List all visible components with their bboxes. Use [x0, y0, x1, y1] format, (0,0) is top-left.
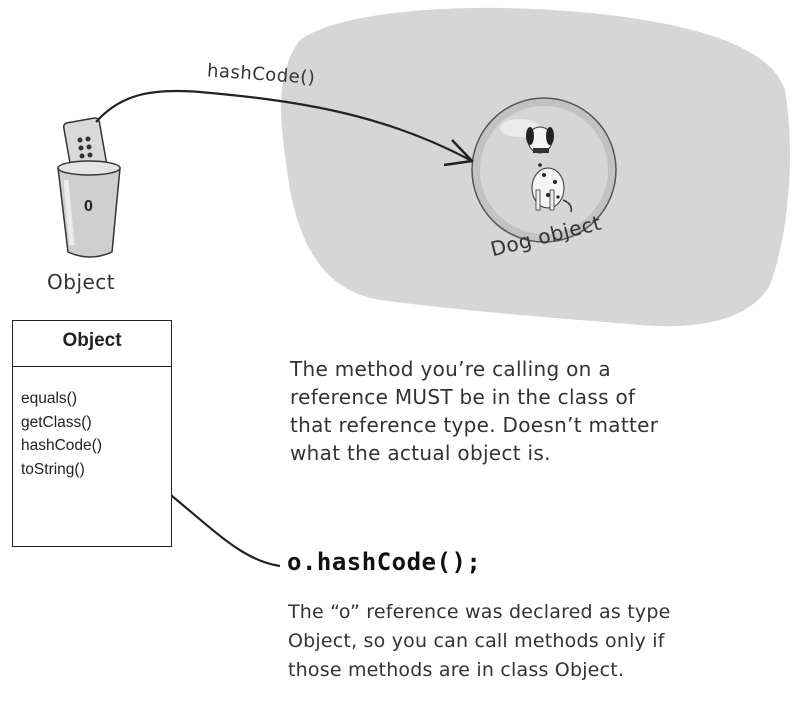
uml-method-list: equals() getClass() hashCode() toString(…	[13, 367, 171, 481]
reference-arrowhead	[443, 139, 474, 167]
note-line: that reference type. Doesn’t matter	[290, 413, 659, 437]
method-rule-note: The method you’re calling on a reference…	[290, 355, 760, 467]
note-line: Object, so you can call methods only if	[288, 630, 665, 652]
reference-arrow	[95, 89, 471, 161]
reference-type-label: Object	[47, 270, 116, 294]
note-line: reference MUST be in the class of	[290, 385, 636, 409]
uml-class-box: Object equals() getClass() hashCode() to…	[12, 320, 172, 547]
cup-value: 0	[84, 198, 93, 215]
code-statement: o.hashCode();	[287, 548, 482, 576]
note-line: The “o” reference was declared as type	[288, 601, 671, 623]
reference-cup-icon	[57, 117, 121, 258]
reference-type-note: The “o” reference was declared as type O…	[288, 598, 778, 685]
uml-class-title: Object	[13, 321, 171, 367]
dog-icon	[526, 126, 573, 213]
note-line: what the actual object is.	[290, 441, 551, 465]
uml-method: getClass()	[21, 413, 92, 431]
uml-method: hashCode()	[21, 437, 102, 454]
uml-method: equals()	[21, 390, 77, 407]
note-line: those methods are in class Object.	[288, 659, 625, 681]
note-line: The method you’re calling on a	[290, 357, 611, 381]
uml-method: toString()	[21, 460, 85, 478]
